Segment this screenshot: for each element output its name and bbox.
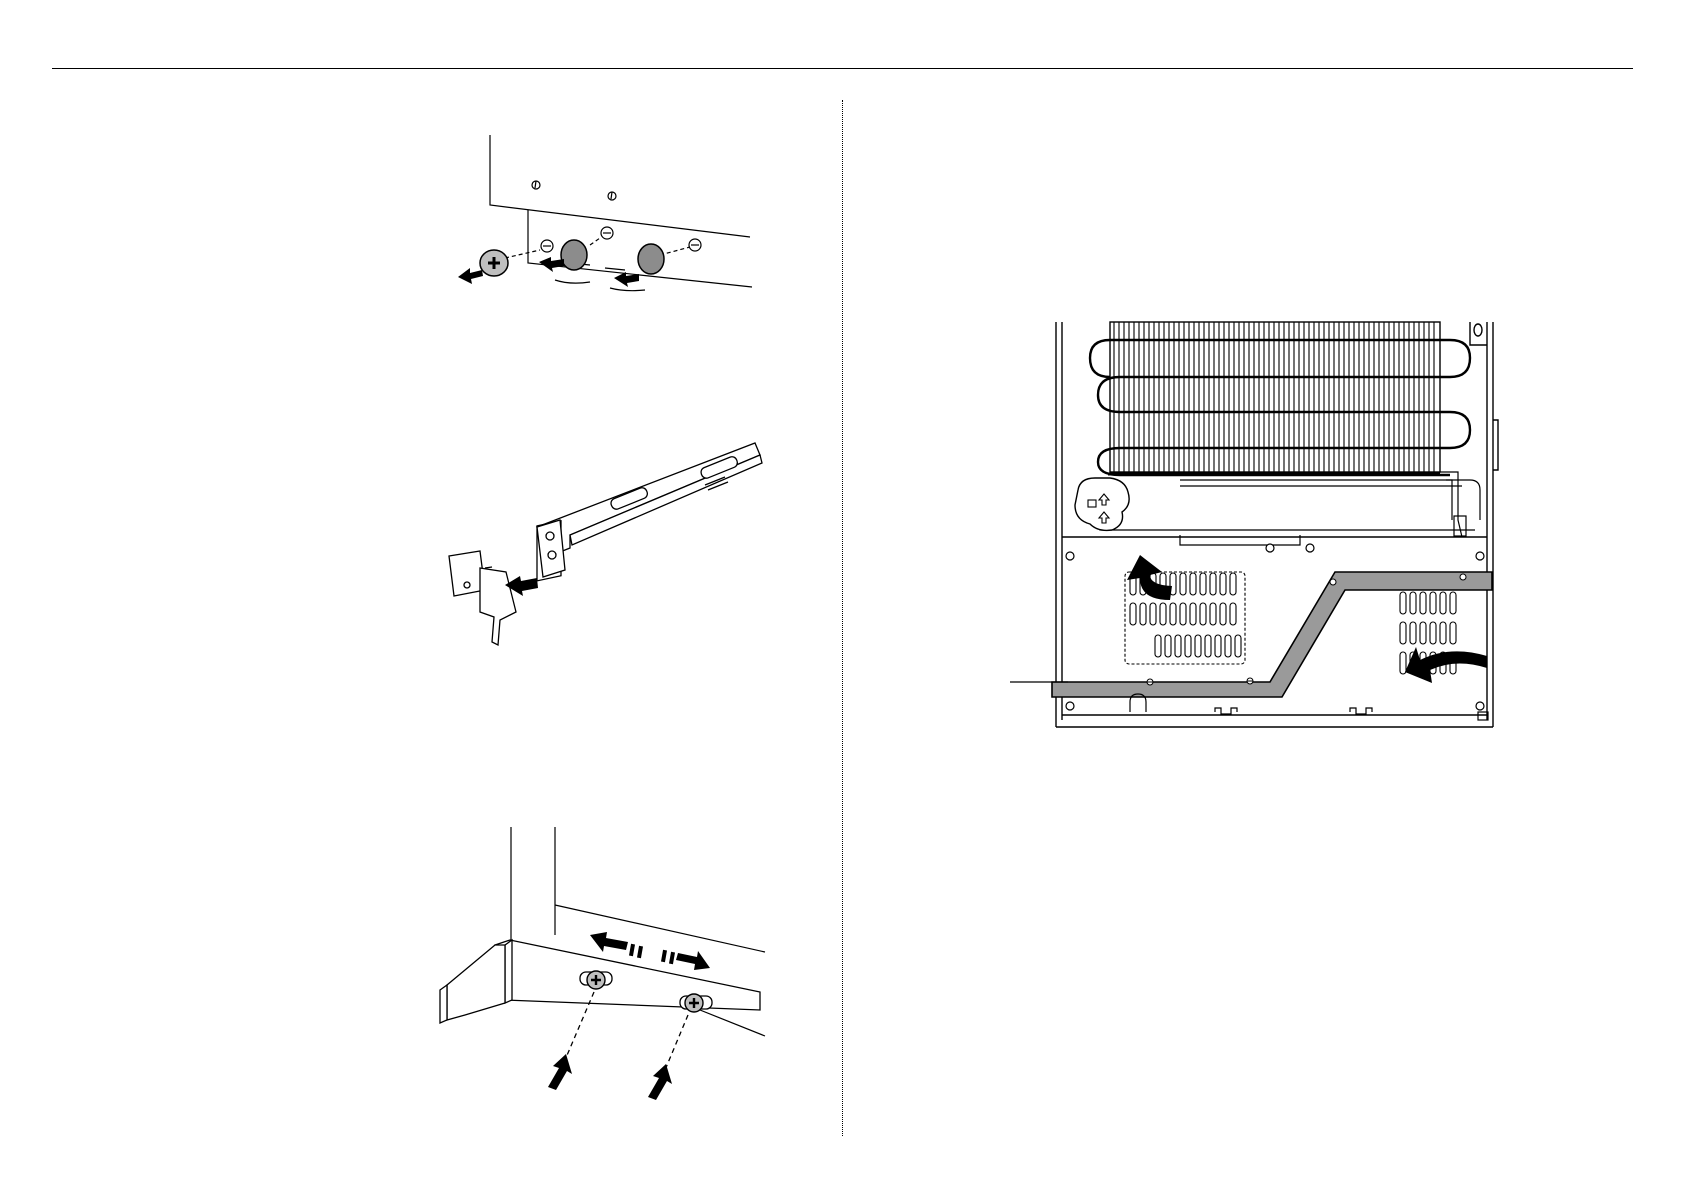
condenser-coil-icon <box>1090 322 1470 475</box>
